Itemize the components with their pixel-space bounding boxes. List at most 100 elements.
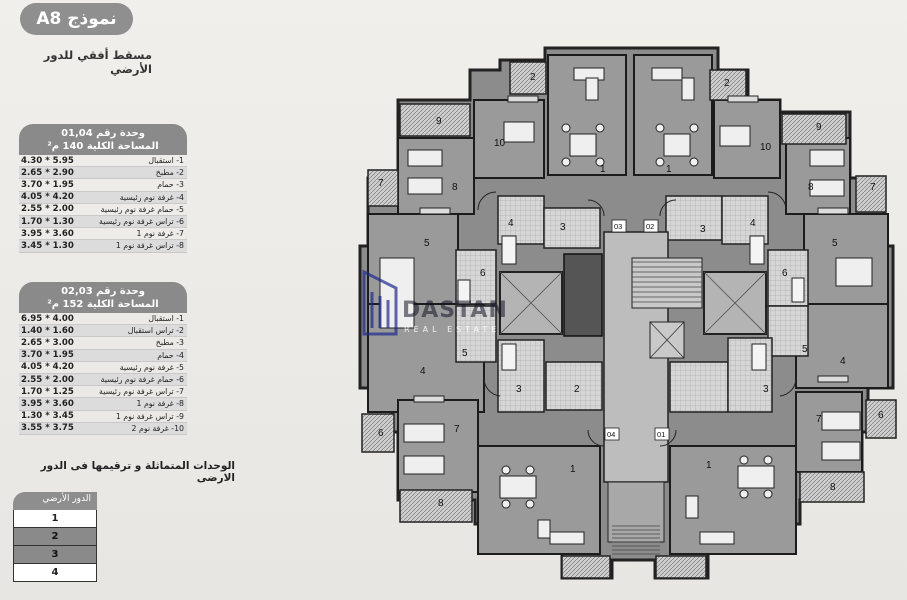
room-dimension: 1.70 * 1.25 (21, 386, 74, 397)
room-dimension: 2.65 * 2.90 (21, 167, 74, 178)
room-number: 9 (436, 116, 442, 127)
unit-b-header: وحدة رقم 02,03 المساحة الكلية 152 م² (19, 282, 187, 313)
bed-icon (407, 149, 443, 167)
bathtub-icon (751, 343, 767, 371)
room-dimension: 3.70 * 1.95 (21, 350, 74, 361)
chair-icon (739, 489, 749, 499)
bathtub-icon (501, 343, 517, 371)
room-name: 7- تراس غرفة نوم رئيسية (99, 387, 184, 397)
room-dimension-row: 4.30 * 5.95 1- استقبال (19, 155, 187, 168)
room-name: 8- غرفة نوم 1 (136, 399, 185, 409)
chair-icon (655, 123, 665, 133)
unit-code-label: 04 (607, 430, 615, 439)
building-core (499, 231, 767, 543)
brand-name: DASTAN (402, 298, 508, 323)
dining-table-icon (663, 133, 691, 157)
room-dimension: 1.30 * 3.45 (21, 411, 74, 422)
chair-icon (561, 157, 571, 167)
door-swings (477, 191, 797, 447)
room-number: 3 (700, 224, 706, 235)
chair-icon (655, 157, 665, 167)
room-dimension: 2.55 * 2.00 (21, 204, 74, 215)
symmetric-units-note: الوحدات المتماثلة و ترقيمها فى الدور الا… (40, 460, 235, 484)
sofa-icon (549, 531, 585, 545)
plan-subtitle: مسقط أفقي للدور الأرضي (43, 48, 152, 76)
room-dimension: 3.55 * 3.75 (21, 423, 74, 434)
bed-icon (809, 179, 845, 197)
chair-icon (739, 455, 749, 465)
room-name: 5- غرفة نوم رئيسية (119, 362, 184, 372)
floor-cell: 4 (13, 564, 97, 582)
unit-code-label: 01 (657, 430, 665, 439)
room-number: 4 (840, 356, 846, 367)
room-dimension: 1.70 * 1.30 (21, 216, 74, 227)
room-number: 8 (808, 182, 814, 193)
floor-table: الدور الأرضي 1 2 3 4 (13, 492, 97, 582)
floor-cell: 1 (13, 510, 97, 528)
chair-icon (561, 123, 571, 133)
bed-icon (835, 257, 873, 287)
room-dimension: 6.95 * 4.00 (21, 313, 74, 324)
room-dimension: 3.70 * 1.95 (21, 179, 74, 190)
room-number: 9 (816, 122, 822, 133)
room-dimension-row: 2.65 * 3.00 3- مطبخ (19, 337, 187, 350)
dining-table-icon (737, 465, 775, 489)
room-name: 3- حمام (157, 180, 184, 190)
room-name: 3- مطبخ (155, 338, 184, 348)
room-name: 1- استقبال (148, 156, 184, 166)
room-number: 1 (706, 460, 712, 471)
room-dimension: 4.30 * 5.95 (21, 155, 74, 166)
room-number: 8 (452, 182, 458, 193)
sofa-icon (699, 531, 735, 545)
room-dimension: 2.65 * 3.00 (21, 337, 74, 348)
bed-icon (821, 411, 861, 431)
bed-icon (403, 423, 445, 443)
room-name: 2- تراس استقبال (127, 326, 184, 336)
room-number: 7 (870, 182, 876, 193)
room-dimension-row: 1.40 * 1.60 2- تراس استقبال (19, 325, 187, 338)
room-name: 9- تراس غرفة نوم 1 (115, 411, 184, 421)
room-dimension: 4.05 * 4.20 (21, 192, 74, 203)
wardrobe-icon (817, 375, 849, 383)
model-title: نموذج A8 (20, 3, 133, 35)
room-number: 2 (724, 78, 730, 89)
room-number: 1 (666, 164, 672, 175)
room-number: 3 (516, 384, 522, 395)
brand-logo-icon (362, 269, 398, 336)
terraces (361, 61, 897, 579)
room-7-lower-left (397, 399, 479, 493)
unit-codes: 03 02 04 01 (604, 219, 670, 441)
room-number: 4 (420, 366, 426, 377)
bed-icon (719, 125, 751, 147)
room-dimension: 3.95 * 3.60 (21, 398, 74, 409)
room-name: 4- غرفة نوم رئيسية (119, 192, 184, 202)
room-name: 8- تراس غرفة نوم 1 (115, 241, 184, 251)
chair-icon (763, 489, 773, 499)
room-number: 2 (530, 72, 536, 83)
wardrobe-icon (413, 395, 445, 403)
room-number: 8 (438, 498, 444, 509)
room-name: 5- حمام غرفة نوم رئيسية (100, 204, 184, 214)
stair-treads (612, 261, 702, 555)
bathtub-icon (749, 235, 765, 265)
room-dimension: 3.95 * 3.60 (21, 228, 74, 239)
sofa-icon (585, 77, 599, 101)
chair-icon (525, 465, 535, 475)
unit-a-header: وحدة رقم 01,04 المساحة الكلية 140 م² (19, 124, 187, 155)
floor-table-header: الدور الأرضي (13, 492, 97, 510)
bed-icon (809, 149, 845, 167)
chair-icon (763, 455, 773, 465)
room-4-lower-right (795, 303, 889, 389)
room-number: 3 (560, 222, 566, 233)
unit-a-title: وحدة رقم 01,04 (61, 128, 145, 139)
room-number: 4 (508, 218, 514, 229)
room-number: 7 (816, 414, 822, 425)
room-dimension: 1.40 * 1.60 (21, 325, 74, 336)
room-number: 3 (763, 384, 769, 395)
wardrobe-icon (507, 95, 539, 103)
